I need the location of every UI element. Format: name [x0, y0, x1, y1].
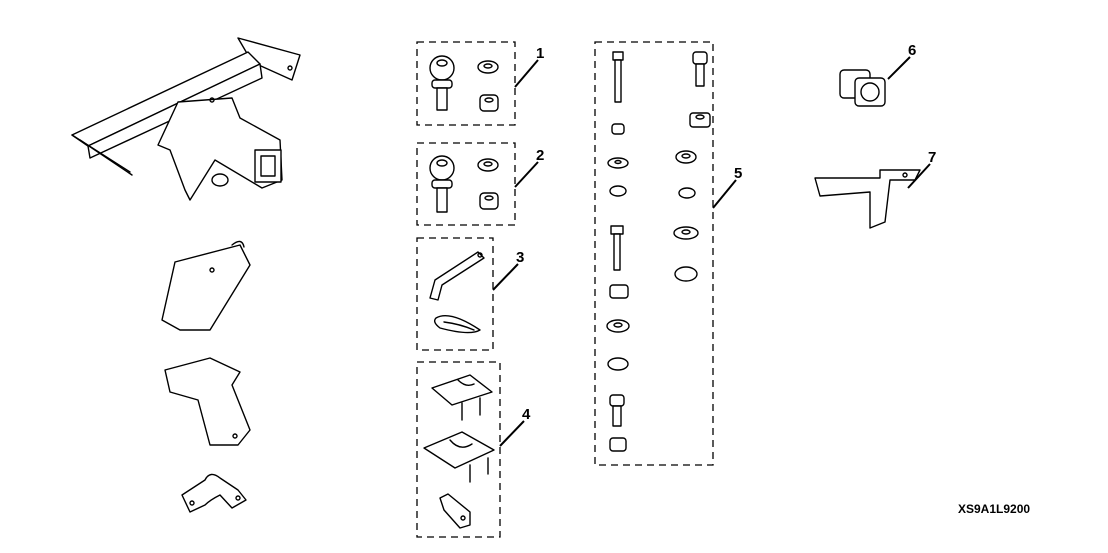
kit-box-4 [416, 361, 501, 538]
bracket-upper [161, 240, 251, 331]
bracket-middle [164, 357, 251, 446]
clamp-bracket [181, 473, 247, 513]
trailer-connector [839, 69, 886, 107]
nut [609, 437, 627, 452]
callout-1: 1 [536, 45, 544, 62]
small-bracket [439, 493, 471, 529]
hitch-receiver-frame [71, 37, 301, 201]
hardware-kit-5 [606, 51, 711, 452]
long-bolt [612, 51, 624, 103]
nut-1 [479, 94, 499, 112]
ball-mount [814, 169, 921, 229]
hitch-clip [433, 315, 481, 334]
washer [606, 319, 630, 333]
callout-7: 7 [928, 149, 936, 166]
kit-box-5 [594, 41, 714, 466]
bolt [610, 225, 624, 271]
short-bolt [692, 51, 708, 87]
lock-washer [609, 185, 627, 197]
hitch-ball-2 [429, 155, 455, 213]
small-nut [611, 123, 625, 135]
kit-box-2 [416, 142, 516, 226]
reference-code: XS9A1L9200 [958, 502, 1030, 516]
hitch-ball-1 [429, 55, 455, 111]
large-washer [673, 226, 699, 240]
kit-box-1 [416, 41, 516, 126]
washer [607, 157, 629, 169]
callout-5: 5 [734, 165, 742, 182]
bracket-plate-2 [423, 431, 495, 483]
callout-2: 2 [536, 147, 544, 164]
callout-3: 3 [516, 249, 524, 266]
washer [675, 150, 697, 164]
lock-washer [607, 357, 629, 371]
bracket-plate-1 [431, 374, 493, 421]
short-bolt [609, 394, 625, 427]
nut-2 [479, 192, 499, 210]
lock-washer-1 [477, 60, 499, 74]
callout-4: 4 [522, 406, 531, 423]
lock-washer [678, 187, 696, 199]
large-nut [689, 112, 711, 128]
lock-washer [674, 266, 698, 282]
kit-box-3 [416, 237, 494, 351]
callout-6: 6 [908, 42, 916, 59]
nut [609, 284, 629, 299]
lock-washer-2 [477, 158, 499, 172]
hitch-pin [429, 251, 485, 301]
